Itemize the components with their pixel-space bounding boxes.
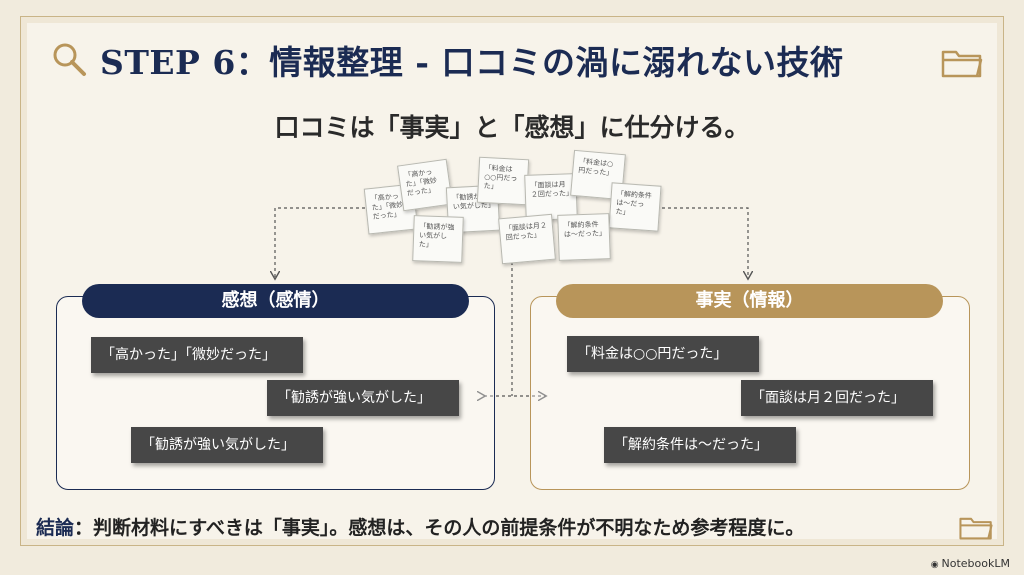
conclusion-text: ：判断材料にすべきは「事実」。感想は、その人の前提条件が不明なため参考程度に。 xyxy=(74,517,805,539)
impression-item: 「高かった」「微妙だった」 xyxy=(91,337,303,373)
fact-item: 「解約条件は〜だった」 xyxy=(604,427,796,463)
sticky-note: 「勧誘が強い気がした」 xyxy=(412,215,464,263)
sticky-note: 「解約条件は〜だった」 xyxy=(557,213,611,261)
folder-icon xyxy=(941,50,983,78)
fact-item: 「料金は○○円だった」 xyxy=(567,336,759,372)
impression-item: 「勧誘が強い気がした」 xyxy=(131,427,323,463)
sticky-note: 「解約条件は〜だった」 xyxy=(608,182,662,232)
fact-header: 事実（情報） xyxy=(556,284,943,318)
fact-item: 「面談は月２回だった」 xyxy=(741,380,933,416)
sticky-note: 「料金は○○円だった」 xyxy=(476,156,530,206)
impression-item: 「勧誘が強い気がした」 xyxy=(267,380,459,416)
impression-header: 感想（感情） xyxy=(82,284,469,318)
sticky-note: 「面談は月２回だった」 xyxy=(498,213,556,265)
conclusion-label: 結論 xyxy=(36,517,75,539)
sticky-note: 「高かった」「微妙だった」 xyxy=(397,158,453,212)
folder-icon xyxy=(959,517,993,540)
page-title: STEP 6：情報整理 - 口コミの渦に溺れない技術 xyxy=(100,43,844,82)
magnifier-icon xyxy=(53,43,86,76)
subtitle: 口コミは「事実」と「感想」に仕分ける。 xyxy=(274,113,750,142)
brand-watermark: ◉ NotebookLM xyxy=(930,557,1010,570)
conclusion: 結論：判断材料にすべきは「事実」。感想は、その人の前提条件が不明なため参考程度に… xyxy=(36,513,804,540)
